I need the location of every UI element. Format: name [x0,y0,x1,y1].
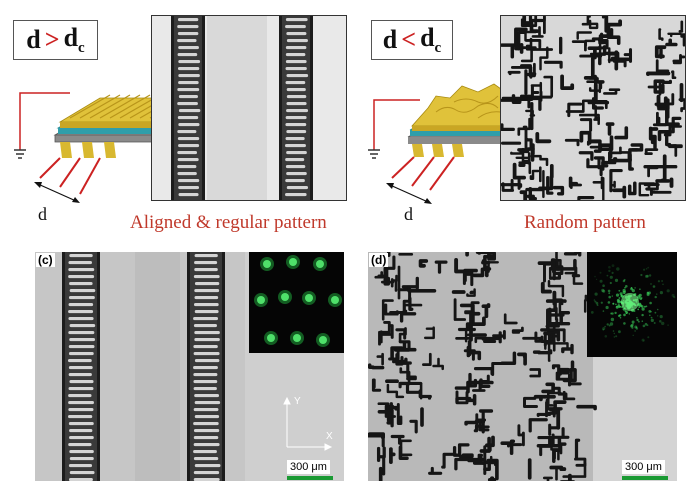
diffraction-spots [254,255,342,347]
d-label-a: d [38,204,47,224]
axis-label-x: X [326,431,333,442]
micrograph-aligned [151,15,347,201]
xy-axes-icon [283,396,333,451]
condition-right: dc [63,22,85,57]
condition-box-a: d > dc [13,20,98,60]
micrograph-c [35,252,344,481]
d-label-b: d [404,204,413,224]
scale-bar-d [622,476,668,480]
stripe-aligned [171,16,313,200]
condition-left: d [26,25,41,54]
axis-label-y: Y [294,396,301,407]
scale-bar-label-c: 300 μm [287,460,330,474]
condition-box-b: d < dc [371,20,453,60]
scale-bar-c [287,476,333,480]
random-domains [501,16,685,200]
caption-random: Random pattern [524,212,646,233]
panel-tag-c: (c) [36,253,55,267]
panel-tag-d: (d) [369,253,389,267]
random-domains [368,252,597,481]
micrograph-random [500,15,686,201]
condition-right: dc [420,22,442,57]
scale-bar-label-d: 300 μm [622,460,665,474]
diffraction-speckle [590,264,676,342]
micrograph-d [368,252,677,481]
caption-aligned: Aligned & regular pattern [130,212,327,233]
stripe-aligned [62,252,225,481]
condition-left: d [382,25,398,54]
condition-operator: > [44,25,60,54]
condition-operator: < [401,25,417,54]
